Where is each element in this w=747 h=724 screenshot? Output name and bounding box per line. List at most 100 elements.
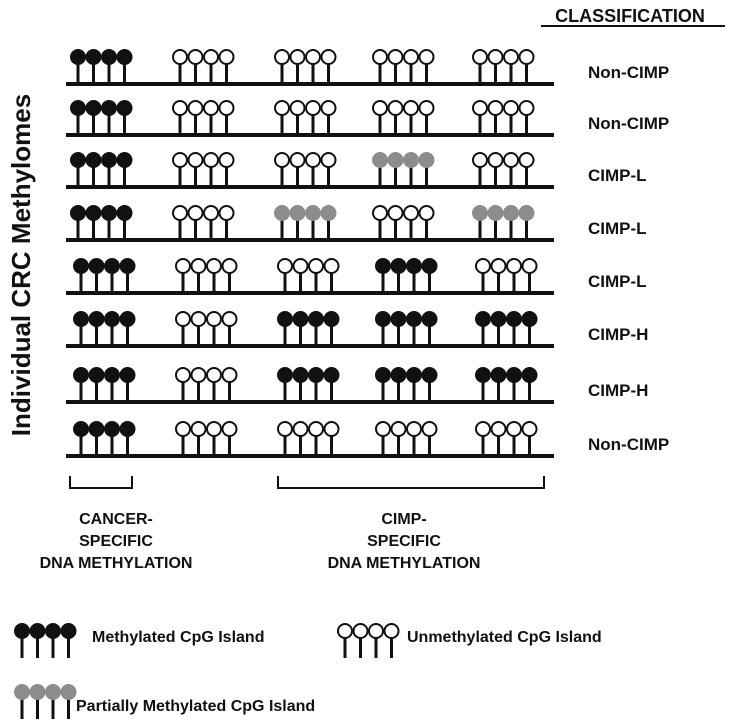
- unmethylated-cpg-site: [308, 258, 324, 274]
- unmethylated-cpg-site: [187, 49, 204, 65]
- methylated-cpg-island: [70, 49, 133, 84]
- methylated-cpg-site: [308, 311, 324, 327]
- unmethylated-cpg-site: [274, 100, 290, 116]
- methylated-cpg-site: [490, 367, 507, 383]
- unmethylated-cpg-site: [518, 49, 535, 65]
- methylated-cpg-site: [375, 258, 391, 274]
- unmethylated-cpg-site: [383, 623, 400, 639]
- unmethylated-cpg-site: [221, 311, 238, 327]
- unmethylated-cpg-site: [175, 311, 191, 327]
- legend-partial-icon: [14, 684, 77, 719]
- unmethylated-cpg-site: [320, 152, 337, 168]
- unmethylated-cpg-island: [472, 100, 535, 135]
- partial-cpg-site: [487, 205, 504, 221]
- methylated-cpg-site: [101, 49, 117, 65]
- methylated-cpg-site: [421, 367, 438, 383]
- unmethylated-cpg-site: [403, 205, 419, 221]
- methylated-cpg-site: [14, 623, 30, 639]
- unmethylated-cpg-island: [372, 205, 435, 240]
- methylated-cpg-site: [375, 311, 391, 327]
- unmethylated-cpg-site: [372, 205, 388, 221]
- methylated-cpg-site: [70, 49, 86, 65]
- unmethylated-cpg-island: [172, 152, 235, 187]
- partial-cpg-island: [274, 205, 337, 240]
- unmethylated-cpg-site: [203, 49, 219, 65]
- methylated-cpg-site: [506, 367, 522, 383]
- row-classification: Non-CIMP: [588, 63, 669, 82]
- unmethylated-cpg-site: [277, 258, 293, 274]
- methylated-cpg-site: [390, 367, 407, 383]
- methylome-row: Non-CIMP: [66, 49, 669, 86]
- unmethylated-cpg-island: [175, 311, 238, 346]
- methylated-cpg-site: [475, 367, 491, 383]
- unmethylated-cpg-site: [175, 367, 191, 383]
- unmethylated-cpg-site: [506, 258, 522, 274]
- unmethylated-cpg-site: [418, 100, 435, 116]
- partial-cpg-site: [387, 152, 404, 168]
- methylated-cpg-site: [88, 311, 105, 327]
- legend-unmethylated-label: Unmethylated CpG Island: [407, 629, 602, 646]
- unmethylated-cpg-site: [387, 49, 404, 65]
- methylated-cpg-site: [70, 100, 86, 116]
- methylated-cpg-site: [292, 367, 309, 383]
- methylated-cpg-island: [70, 152, 133, 187]
- unmethylated-cpg-island: [274, 100, 337, 135]
- methylated-cpg-island: [475, 367, 538, 402]
- unmethylated-cpg-site: [274, 152, 290, 168]
- methylome-row: Non-CIMP: [66, 421, 669, 458]
- unmethylated-cpg-site: [372, 100, 388, 116]
- unmethylated-cpg-site: [206, 421, 222, 437]
- unmethylated-cpg-site: [292, 258, 309, 274]
- methylated-cpg-site: [70, 205, 86, 221]
- methylated-cpg-site: [70, 152, 86, 168]
- unmethylated-cpg-site: [518, 100, 535, 116]
- unmethylated-cpg-site: [289, 100, 306, 116]
- methylated-cpg-site: [101, 205, 117, 221]
- methylated-cpg-site: [73, 258, 89, 274]
- unmethylated-cpg-site: [190, 367, 207, 383]
- y-axis-label: Individual CRC Methylomes: [6, 94, 36, 436]
- methylated-cpg-site: [116, 49, 133, 65]
- unmethylated-cpg-site: [406, 421, 422, 437]
- methylome-row: CIMP-L: [66, 258, 647, 295]
- methylated-cpg-site: [323, 311, 340, 327]
- row-classification: Non-CIMP: [588, 435, 669, 454]
- methylated-cpg-site: [101, 152, 117, 168]
- methylated-cpg-site: [73, 421, 89, 437]
- methylome-row: CIMP-H: [66, 311, 648, 348]
- methylome-rows: Non-CIMPNon-CIMPCIMP-LCIMP-LCIMP-LCIMP-H…: [66, 49, 669, 458]
- unmethylated-cpg-site: [387, 100, 404, 116]
- unmethylated-cpg-site: [472, 100, 488, 116]
- unmethylated-cpg-site: [320, 49, 337, 65]
- partial-cpg-island: [472, 205, 535, 240]
- unmethylated-cpg-site: [521, 421, 538, 437]
- methylated-cpg-site: [406, 311, 422, 327]
- unmethylated-cpg-site: [308, 421, 324, 437]
- unmethylated-cpg-site: [323, 258, 340, 274]
- methylated-cpg-island: [277, 367, 340, 402]
- methylated-cpg-site: [406, 367, 422, 383]
- methylated-cpg-island: [277, 311, 340, 346]
- methylated-cpg-site: [277, 367, 293, 383]
- unmethylated-cpg-island: [277, 421, 340, 456]
- methylated-cpg-site: [406, 258, 422, 274]
- unmethylated-cpg-island: [274, 152, 337, 187]
- cimp-specific-label-line-3: DNA METHYLATION: [328, 555, 481, 572]
- row-classification: CIMP-L: [588, 272, 647, 291]
- row-classification: CIMP-L: [588, 219, 647, 238]
- unmethylated-cpg-site: [352, 623, 369, 639]
- methylated-cpg-site: [490, 311, 507, 327]
- unmethylated-cpg-site: [387, 205, 404, 221]
- unmethylated-cpg-site: [320, 100, 337, 116]
- unmethylated-cpg-island: [172, 205, 235, 240]
- unmethylated-cpg-site: [203, 100, 219, 116]
- unmethylated-cpg-site: [172, 205, 188, 221]
- unmethylated-cpg-site: [218, 152, 235, 168]
- methylated-cpg-site: [308, 367, 324, 383]
- methylated-cpg-site: [73, 311, 89, 327]
- methylated-cpg-icon: [14, 623, 77, 658]
- methylated-cpg-site: [421, 311, 438, 327]
- unmethylated-cpg-site: [403, 49, 419, 65]
- unmethylated-cpg-site: [305, 100, 321, 116]
